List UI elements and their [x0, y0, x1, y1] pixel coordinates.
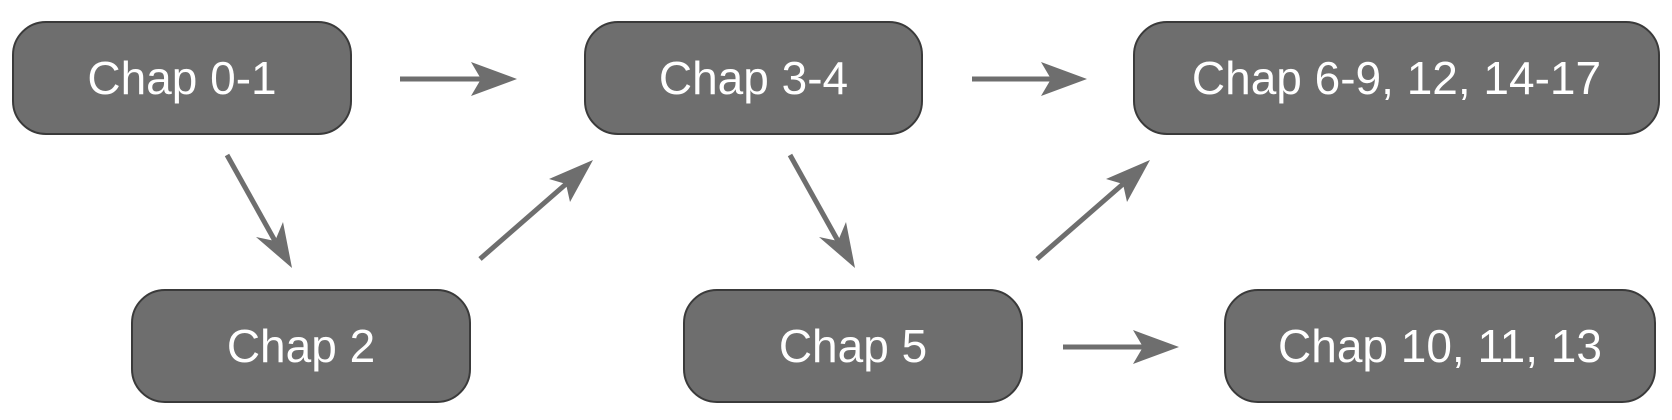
edge-arrow-chap-3-4-to-chap-6-9	[972, 62, 1087, 96]
node-chap-6-9-12-14-17: Chap 6-9, 12, 14-17	[1133, 21, 1660, 135]
node-chap-3-4: Chap 3-4	[584, 21, 923, 135]
node-label: Chap 5	[778, 320, 928, 372]
edge-arrow-chap-0-1-to-chap-2	[224, 153, 292, 268]
edge-arrow-chap-5-to-chap-10-11-13	[1063, 330, 1179, 364]
node-chap-0-1: Chap 0-1	[12, 21, 352, 135]
node-label: Chap 10, 11, 13	[1278, 320, 1602, 372]
node-label: Chap 3-4	[658, 52, 849, 104]
edge-arrow-chap-0-1-to-chap-3-4	[400, 62, 517, 96]
node-label: Chap 6-9, 12, 14-17	[1191, 52, 1602, 104]
edge-arrow-chap-5-to-chap-6-9	[1035, 160, 1150, 261]
node-chap-5: Chap 5	[683, 289, 1023, 403]
edge-arrow-chap-2-to-chap-3-4	[478, 160, 593, 261]
node-label: Chap 0-1	[87, 52, 277, 104]
node-label: Chap 2	[226, 320, 376, 372]
node-chap-10-11-13: Chap 10, 11, 13	[1224, 289, 1656, 403]
node-chap-2: Chap 2	[131, 289, 471, 403]
edge-arrow-chap-3-4-to-chap-5	[787, 153, 855, 268]
